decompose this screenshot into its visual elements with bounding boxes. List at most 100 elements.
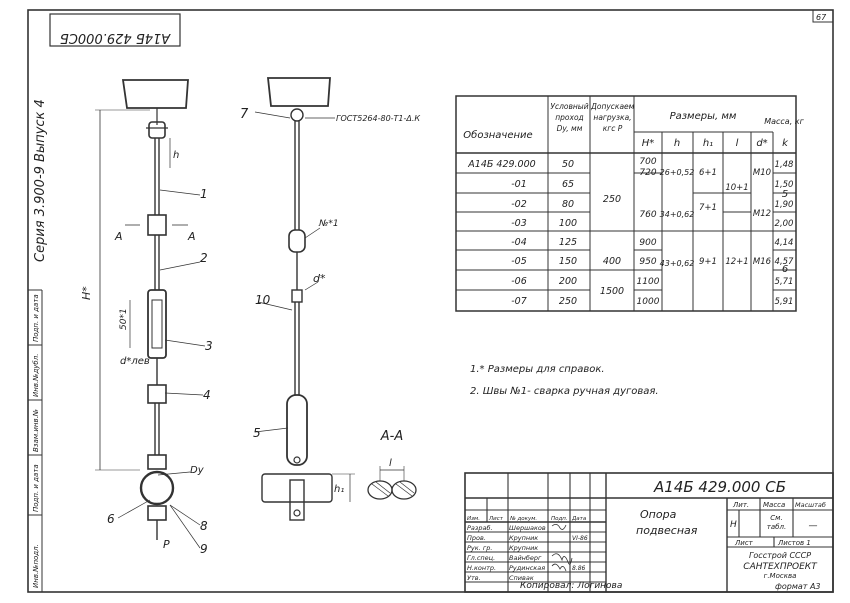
tb-role: Рук. гр. [467, 544, 492, 552]
side-label-1: Подп. и дата [32, 464, 40, 512]
row-H: 1100 [637, 277, 660, 287]
side-strip: Инв.№подл. Подп. и дата Взам.инв.№ Инв.№… [28, 289, 43, 592]
callout-2: 2 [200, 251, 208, 265]
rotated-code: А14Б 429.000СБ [60, 30, 171, 45]
row-mass: 4,57 [775, 257, 795, 267]
cell-k-1: 5 [782, 189, 788, 200]
title-block: А14Б 429.000 СБ Опора подвесная Лит. Мас… [464, 472, 834, 593]
tb-date-1: VI-86 [572, 535, 588, 542]
cell-l-2: 12+1 [725, 257, 748, 267]
callout-9: 9 [200, 542, 208, 556]
section-label: А-А [380, 429, 403, 444]
th-p: Допускаемая нагрузка, кгс P [591, 102, 634, 133]
tb-col-lit: Лит. [732, 501, 749, 509]
side-label-0: Инв.№подл. [32, 544, 40, 588]
th-sub-h: h [674, 138, 680, 149]
th-sub-l: l [736, 138, 739, 149]
tb-role: Разраб. [467, 524, 493, 532]
cell-p-250: 250 [603, 194, 621, 205]
label-Dy: Dy [190, 465, 205, 476]
d-star-label: d* [313, 272, 326, 285]
tb-role: Н.контр. [467, 564, 496, 572]
cell-d-3: М16 [753, 257, 772, 267]
row-des: А14Б 429.000 [467, 159, 535, 170]
note-2: 2. Швы №1- сварка ручная дуговая. [470, 386, 659, 397]
tb-col-scale: Масштаб [795, 501, 826, 509]
tb-head-date: Дата [571, 516, 587, 522]
label-d-lev: d*лев [120, 356, 150, 367]
tb-org-2: САНТЕХПРОЕКТ [743, 562, 818, 572]
tb-sheets: Листов 1 [777, 539, 811, 547]
callout-3: 3 [205, 339, 213, 353]
th-mass: Масса, кг [764, 117, 804, 126]
left-assembly [95, 79, 206, 549]
copied-by: Копировал: Логинова [520, 581, 622, 591]
callout-1: 1 [200, 187, 208, 201]
cell-d-2: М12 [753, 209, 771, 219]
tb-org-1: Госстрой СССР [749, 551, 811, 560]
tb-col-mass: Масса [763, 501, 785, 509]
row-des: -07 [511, 296, 527, 307]
tb-person: Вайнберг [509, 554, 542, 562]
weld-label: №*1 [318, 219, 339, 229]
cell-p-1500: 1500 [600, 286, 624, 297]
label-A1: А [114, 230, 123, 243]
row-H: 900 [639, 238, 656, 248]
row-des: -02 [511, 199, 527, 210]
format-label: формат А3 [775, 582, 821, 591]
signature-scribble [551, 524, 567, 530]
middle-assembly [254, 77, 355, 521]
h1-label: h₁ [334, 484, 344, 495]
callout-10: 10 [255, 293, 271, 307]
row-des: -03 [511, 218, 527, 229]
row-des: -01 [511, 179, 527, 190]
row-dy: 200 [559, 276, 577, 287]
gost-label: ГОСТ5264-80-Т1-Δ.К [336, 114, 420, 123]
row-H: 1000 [637, 297, 660, 307]
th-sub-H: H* [642, 138, 655, 149]
spec-table: Обозначение Условный проход Dy, мм Допус… [455, 95, 805, 312]
tb-person: Спивак [509, 574, 534, 582]
row-mass: 5,91 [775, 297, 794, 307]
tb-person: Рудинская [509, 564, 545, 572]
label-50: 50*1 [119, 308, 129, 330]
row-mass: 5,71 [775, 277, 794, 287]
callout-6: 6 [107, 512, 115, 526]
shackle-left [148, 121, 166, 139]
ceiling-block-middle [266, 77, 331, 107]
row-dy: 150 [559, 256, 577, 267]
row-des: -06 [511, 276, 527, 287]
row-des: -05 [511, 256, 527, 267]
cell-h-1: 26+0,52 [660, 168, 695, 177]
tb-sheet: Лист [734, 539, 754, 547]
weld-lug [288, 229, 306, 253]
th-sub-d: d* [756, 138, 767, 149]
series-label: Серия 3.900-9 Выпуск 4 [33, 99, 48, 262]
th-dy: Условный проход Dy, мм [550, 102, 589, 133]
callout-5: 5 [253, 426, 261, 440]
row-des: -04 [511, 237, 527, 248]
tb-person: Крупник [509, 544, 538, 552]
row-dy: 100 [559, 218, 577, 229]
section-a-a [367, 466, 417, 500]
cell-h1-2: 7+1 [699, 203, 717, 213]
row-H: 760 [639, 210, 656, 220]
sheet-frame [27, 9, 834, 593]
tb-mass-val: См. табл. [766, 514, 787, 531]
tb-person: Шершаков [509, 524, 546, 532]
row-dy: 65 [562, 179, 574, 190]
tb-code: А14Б 429.000 СБ [653, 478, 786, 496]
tb-lit-val: Н [730, 520, 737, 530]
pipe-clamp-left [139, 470, 175, 506]
tb-role: Гл.спец. [467, 554, 495, 562]
tb-org-3: г.Москва [764, 572, 797, 580]
side-label-4: Подп. и дата [32, 294, 40, 342]
side-label-2: Взам.инв.№ [32, 409, 40, 452]
row-dy: 125 [559, 237, 577, 248]
cell-h1-1: 6+1 [699, 168, 717, 178]
tb-date-2: 8.86 [572, 565, 586, 572]
callout-4: 4 [203, 388, 211, 402]
row-mass: 1,48 [775, 160, 795, 170]
tb-name-1: Опора [640, 508, 677, 521]
cell-k-2: 6 [782, 264, 788, 275]
